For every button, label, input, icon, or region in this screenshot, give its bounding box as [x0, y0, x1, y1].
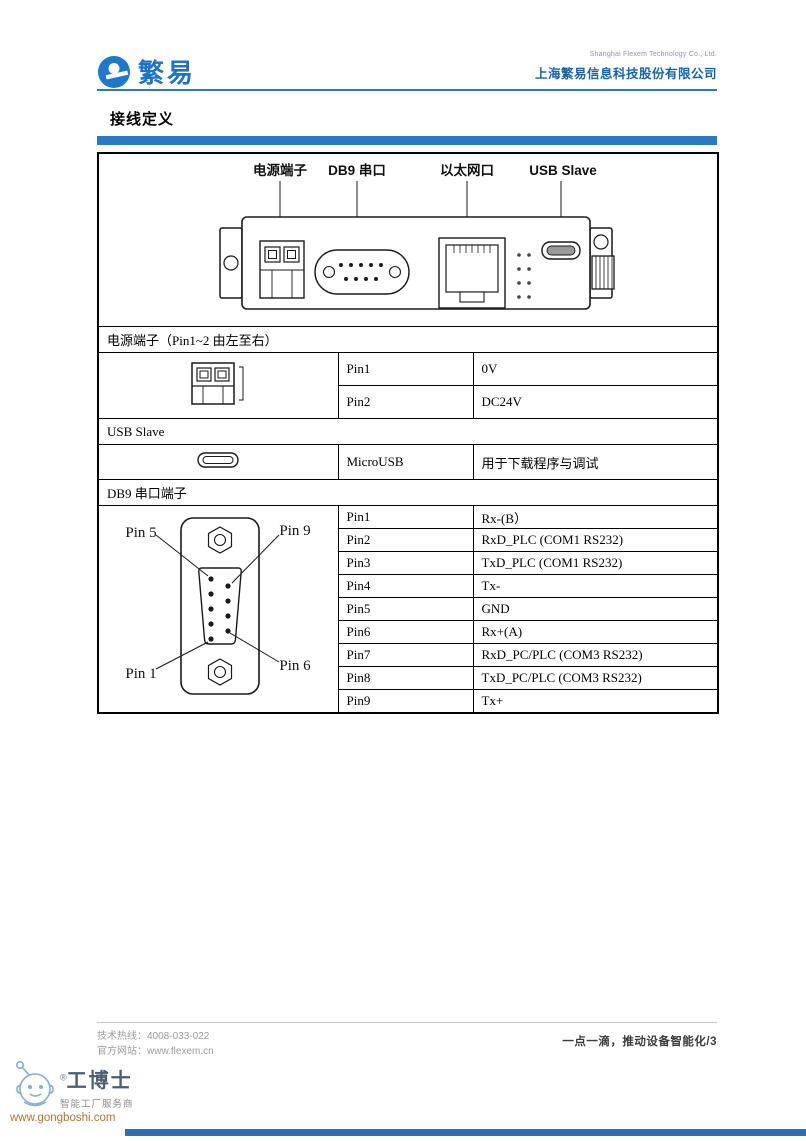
- desc-cell: GND: [472, 597, 719, 621]
- flexem-logo-text: 繁易: [138, 58, 197, 88]
- pin-cell: Pin1: [337, 505, 474, 529]
- db9-serial-label: DB9 串口: [328, 162, 386, 178]
- gongboshi-watermark: ®工博士 智能工厂服务商 www.gongboshi.com: [8, 1058, 148, 1134]
- db9-pin6-label: Pin 6: [280, 658, 312, 674]
- pin-cell: Pin9: [337, 689, 474, 714]
- power-terminal-label: 电源端子: [253, 162, 307, 178]
- pin-cell: Pin5: [337, 597, 474, 621]
- registered-mark: ®: [60, 1072, 67, 1083]
- usb-slave-label: USB Slave: [529, 163, 597, 178]
- power-connector: [259, 240, 305, 299]
- watermark-text: ®工博士 智能工厂服务商: [60, 1064, 134, 1110]
- db9-section-header: DB9 串口端子: [97, 479, 719, 506]
- pin-cell: Pin1: [337, 352, 474, 386]
- micro-usb-figure-cell: [97, 444, 339, 480]
- led-indicators: [517, 253, 531, 299]
- desc-cell: Tx+: [472, 689, 719, 714]
- watermark-subtitle: 智能工厂服务商: [60, 1099, 134, 1110]
- db9-pin5-label: Pin 5: [126, 525, 157, 541]
- desc-cell: DC24V: [472, 385, 719, 419]
- db9-label-lines: [155, 534, 280, 670]
- desc-cell: 0V: [472, 352, 719, 386]
- watermark-brand: 工博士: [66, 1070, 133, 1092]
- page-header: 繁易 Shanghai Flexem Technology Co., Ltd. …: [97, 50, 717, 90]
- footer-divider: [97, 1022, 717, 1023]
- desc-cell: Rx-(B）: [472, 505, 719, 529]
- power-terminal-icon: [191, 361, 244, 405]
- usb-section-header: USB Slave: [97, 418, 719, 445]
- wiring-definition-table: 电源端子 DB9 串口 以太网口 USB Slave: [97, 152, 720, 714]
- pin-cell: Pin8: [337, 666, 474, 690]
- flexem-e-icon: [98, 55, 130, 88]
- pin-cell: Pin4: [337, 574, 474, 598]
- ethernet-label: 以太网口: [440, 162, 494, 178]
- db9-pin-holes: [208, 576, 231, 642]
- footer-slogan: 一点一滴，推动设备智能化/3: [562, 1036, 717, 1048]
- watermark-brand-row: ®工博士: [60, 1064, 134, 1093]
- footer-hotline: 技术热线：4008-033-022: [97, 1029, 214, 1044]
- table-row: Pin5 GND: [98, 597, 719, 621]
- header-divider: [97, 89, 717, 91]
- desc-cell: Tx-: [472, 574, 719, 598]
- device-diagram: 电源端子 DB9 串口 以太网口 USB Slave: [219, 162, 615, 310]
- table-row: Pin 5 Pin 9 Pin 1 Pin 6 Pin1 Rx-(B）: [97, 505, 719, 714]
- flexem-logo: 繁易: [97, 53, 196, 90]
- table-row: USB Slave: [97, 418, 719, 445]
- robot-mascot-icon: [16, 1060, 54, 1107]
- table-row: Pin9 Tx+: [98, 689, 719, 714]
- page-title: 接线定义: [110, 111, 175, 128]
- table-row: Pin6 Rx+(A): [98, 620, 719, 644]
- micro-usb-port: [541, 241, 581, 260]
- mounting-hole-right: [593, 234, 609, 250]
- table-row: Pin7 RxD_PC/PLC (COM3 RS232): [98, 643, 719, 667]
- antenna-connector: [591, 255, 615, 290]
- pin-cell: Pin2: [337, 385, 474, 419]
- watermark-url[interactable]: www.gongboshi.com: [10, 1112, 116, 1124]
- pin-cell: Pin3: [337, 551, 474, 575]
- power-terminal-figure-cell: [97, 352, 339, 419]
- desc-cell: RxD_PC/PLC (COM3 RS232): [472, 643, 719, 667]
- micro-usb-icon: [197, 452, 239, 468]
- pin-cell: Pin6: [337, 620, 474, 644]
- desc-cell: TxD_PLC (COM1 RS232): [472, 551, 719, 575]
- db9-pin1-label: Pin 1: [126, 666, 157, 682]
- table-row: Pin1 0V: [97, 352, 719, 419]
- website-url[interactable]: www.flexem.cn: [147, 1046, 214, 1057]
- table-row: Pin2 RxD_PLC (COM1 RS232): [98, 528, 719, 552]
- db9-figure-cell: Pin 5 Pin 9 Pin 1 Pin 6: [97, 505, 339, 714]
- bottom-accent-bar: [125, 1129, 806, 1136]
- desc-cell: TxD_PC/PLC (COM3 RS232): [472, 666, 719, 690]
- desc-cell: Rx+(A): [472, 620, 719, 644]
- mounting-hole-left: [223, 255, 239, 271]
- power-section-header: 电源端子（Pin1~2 由左至右）: [97, 326, 719, 353]
- desc-cell: 用于下载程序与调试: [472, 444, 719, 480]
- table-row: 电源端子（Pin1~2 由左至右）: [97, 326, 719, 353]
- db9-shell: [180, 517, 261, 695]
- footer-contact: 技术热线：4008-033-022 官方网站：www.flexem.cn: [97, 1029, 214, 1059]
- pin-cell: MicroUSB: [337, 444, 474, 480]
- website-label: 官方网站：: [97, 1046, 147, 1057]
- db9-connector-diagram: Pin 5 Pin 9 Pin 1 Pin 6: [126, 517, 312, 695]
- table-row: DB9 串口端子: [97, 479, 719, 506]
- device-diagram-row: 电源端子 DB9 串口 以太网口 USB Slave: [97, 152, 719, 327]
- company-name-block: Shanghai Flexem Technology Co., Ltd. 上海繁…: [535, 51, 717, 82]
- hotline-label: 技术热线：: [97, 1031, 147, 1042]
- footer-website: 官方网站：www.flexem.cn: [97, 1044, 214, 1059]
- table-row: Pin8 TxD_PC/PLC (COM3 RS232): [98, 666, 719, 690]
- db9-pin9-label: Pin 9: [280, 523, 311, 539]
- db9-pins: [339, 263, 383, 281]
- company-name-en: Shanghai Flexem Technology Co., Ltd.: [589, 51, 717, 58]
- db9-connector: [314, 249, 410, 295]
- desc-cell: RxD_PLC (COM1 RS232): [472, 528, 719, 552]
- section-accent-bar: [97, 136, 717, 145]
- table-row: MicroUSB 用于下载程序与调试: [97, 444, 719, 480]
- hotline-number: 4008-033-022: [147, 1031, 210, 1042]
- ethernet-port: [438, 237, 506, 309]
- pin-cell: Pin2: [337, 528, 474, 552]
- device-diagram-cell: 电源端子 DB9 串口 以太网口 USB Slave: [97, 152, 719, 327]
- company-name-cn: 上海繁易信息科技股份有限公司: [534, 67, 717, 81]
- pin-cell: Pin7: [337, 643, 474, 667]
